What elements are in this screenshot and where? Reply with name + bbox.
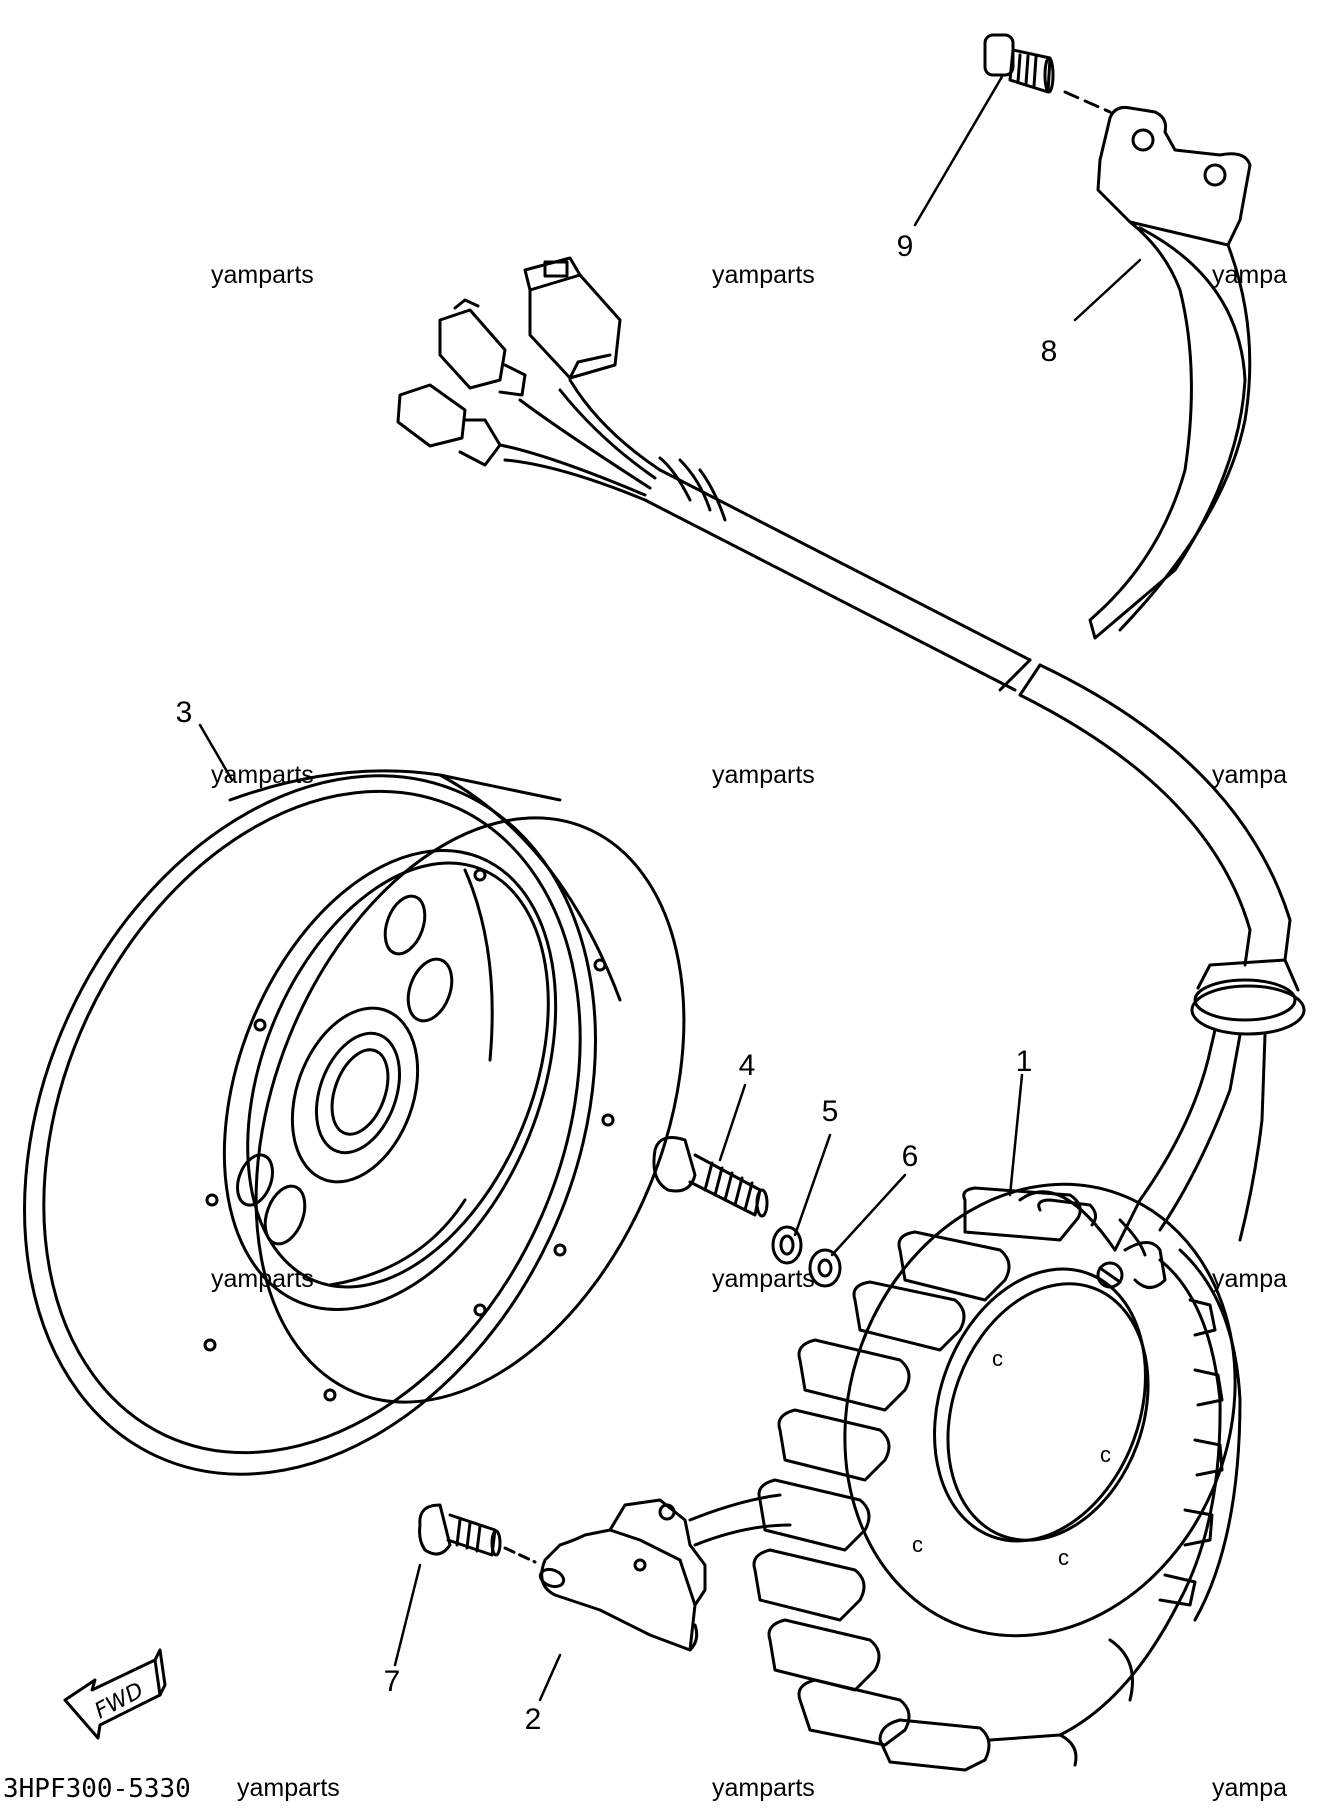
watermark: yamparts [237,1774,340,1802]
bolt-9-guide-line [1063,90,1112,114]
fwd-arrow-icon: FWD [63,1648,167,1740]
grommet [1113,958,1306,1252]
washer-part-6 [808,1248,842,1288]
callout-1: 1 [1015,1045,1033,1078]
leader-3 [198,723,234,782]
svg-text:c: c [1058,1545,1069,1570]
rotor-part-3 [23,769,686,1476]
callout-2: 2 [524,1703,542,1736]
leader-6 [830,1173,907,1257]
watermark: yamparts [211,261,314,289]
watermark: yamparts [712,1265,815,1293]
svg-text:c: c [1100,1442,1111,1467]
watermark: yamparts [712,261,815,289]
watermark: yamparts [211,1265,314,1293]
leader-8 [1073,258,1142,322]
watermark: yampa [1212,761,1288,789]
bracket-part-8 [1088,106,1252,640]
svg-text:c: c [992,1346,1003,1371]
stator-part-1: c c c c [752,1182,1242,1772]
callout-9: 9 [896,230,914,263]
leader-2 [538,1653,562,1702]
watermark: yampa [1212,261,1288,289]
leader-7 [393,1563,422,1667]
leader-9 [913,73,1005,227]
bolt-part-4 [652,1136,769,1218]
diagram-code: 3HPF300-5330 [3,1774,191,1804]
callout-8: 8 [1040,335,1058,368]
callout-3: 3 [175,696,193,729]
leader-5 [793,1133,832,1237]
callout-6: 6 [901,1140,919,1173]
pickup-coil-part-2 [538,1493,792,1652]
watermark: yamparts [712,1774,815,1802]
screw-7-guide-line [503,1546,537,1564]
spring-washer-part-5 [771,1225,803,1265]
callout-5: 5 [821,1095,839,1128]
leader-lines [198,73,1142,1702]
screw-part-7 [418,1503,502,1557]
bolt-part-9 [983,33,1055,94]
watermark: yamparts [211,761,314,789]
callout-4: 4 [738,1049,756,1082]
svg-text:c: c [912,1532,923,1557]
watermark: yampa [1212,1265,1288,1293]
callout-7: 7 [383,1665,401,1698]
watermark: yampa [1212,1774,1288,1802]
wiring-harness [396,256,1292,967]
leader-4 [718,1083,747,1162]
leader-1 [1008,1073,1024,1197]
watermark: yamparts [712,761,815,789]
